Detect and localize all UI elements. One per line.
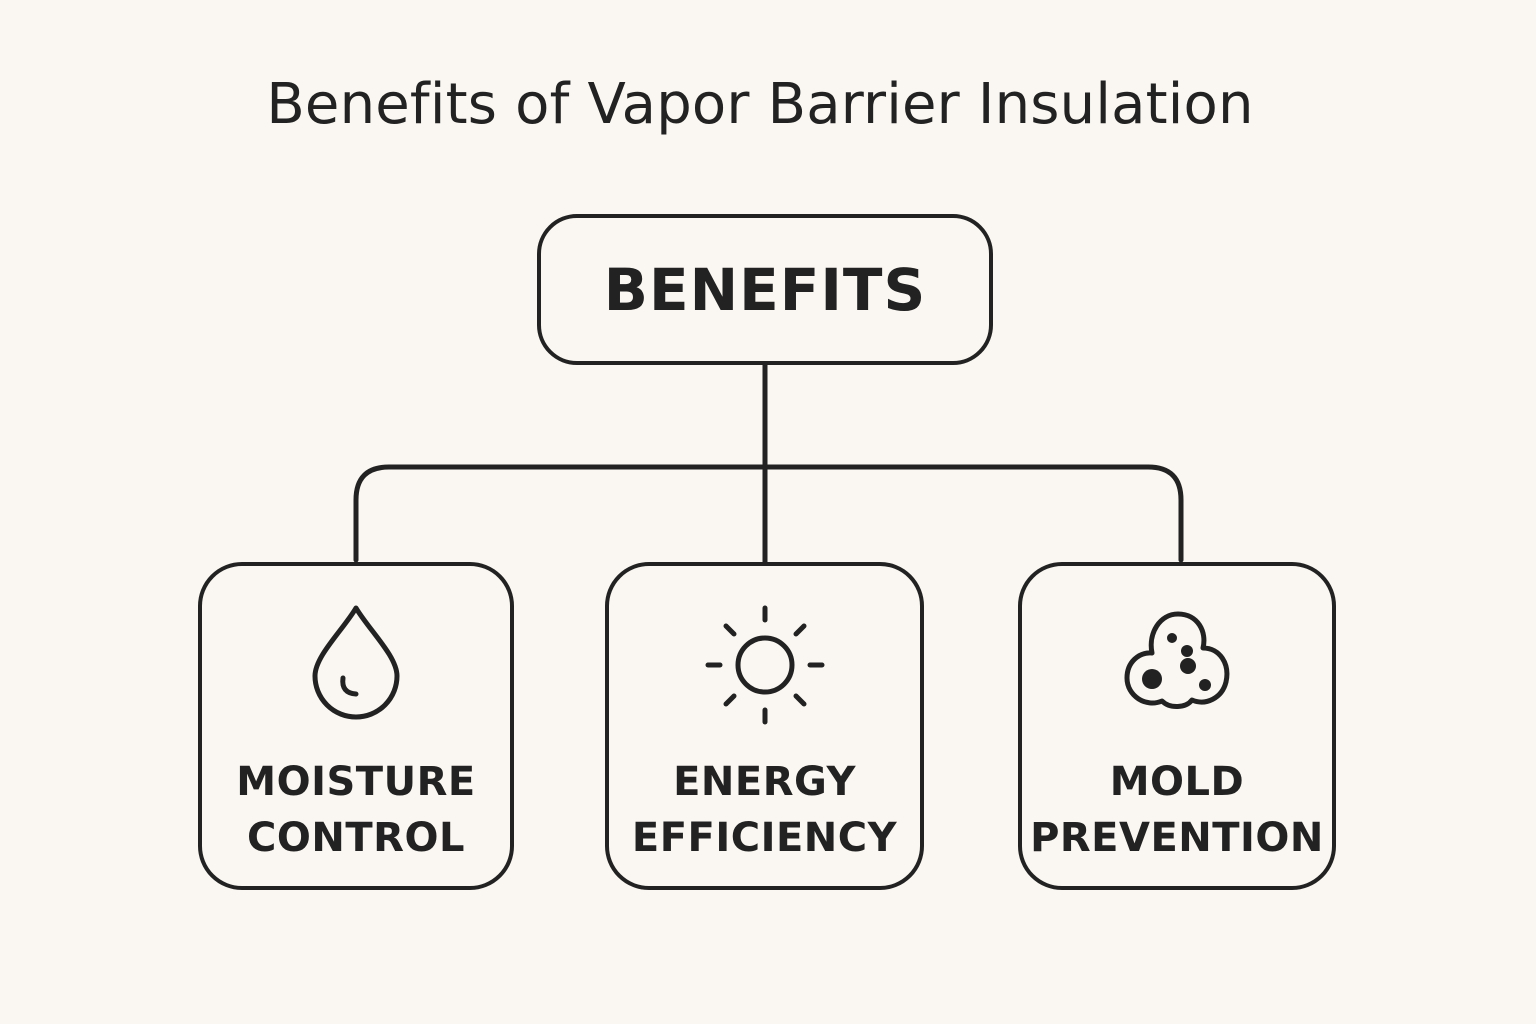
benefit-label: MOLD PREVENTION [1022,754,1332,866]
benefit-label-line2: EFFICIENCY [631,815,898,861]
benefit-label: MOISTURE CONTROL [202,754,510,866]
sun-icon [705,605,824,725]
mold-spores-icon [1124,611,1230,709]
benefit-moisture-control: MOISTURE CONTROL [198,562,514,890]
benefit-label: ENERGY EFFICIENCY [609,754,920,866]
root-node: BENEFITS [537,214,993,365]
benefit-label-line2: CONTROL [247,815,465,861]
water-drop-icon [312,605,400,720]
root-label: BENEFITS [603,255,927,324]
benefit-mold-prevention: MOLD PREVENTION [1018,562,1336,890]
benefit-label-line1: MOISTURE [236,759,476,805]
benefit-label-line1: MOLD [1109,759,1245,805]
diagram-title: Benefits of Vapor Barrier Insulation [266,72,1254,137]
benefit-label-line2: PREVENTION [1030,815,1324,861]
benefit-energy-efficiency: ENERGY EFFICIENCY [605,562,924,890]
benefit-label-line1: ENERGY [673,759,856,805]
branch-line [353,464,1184,563]
